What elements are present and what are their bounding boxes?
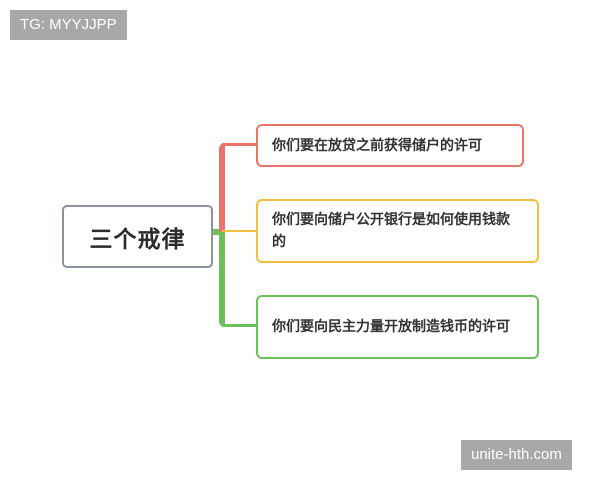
root-label: 三个戒律 [89,226,186,253]
branch-label-3: 你们要向民主力量开放制造钱币的许可 [272,319,510,335]
branch-3-horizontal [222,324,258,327]
branch-1-horizontal [222,143,258,146]
branch-node-2[interactable]: 你们要向储户公开银行是如何使用钱款的 [256,199,539,263]
root-connector [212,229,224,235]
branch-3-vertical [219,232,225,327]
watermark-bottom: unite-hth.com [461,440,572,470]
branch-label-1: 你们要在放贷之前获得储户的许可 [272,137,482,154]
root-node[interactable]: 三个戒律 [62,205,213,268]
branch-label-2: 你们要向储户公开银行是如何使用钱款的 [272,212,510,250]
branch-2-horizontal [222,230,258,232]
watermark-top: TG: MYYJJPP [10,10,127,40]
branch-node-3[interactable]: 你们要向民主力量开放制造钱币的许可 [256,295,539,359]
branch-node-1[interactable]: 你们要在放贷之前获得储户的许可 [256,124,524,167]
branch-1-vertical [219,143,225,233]
